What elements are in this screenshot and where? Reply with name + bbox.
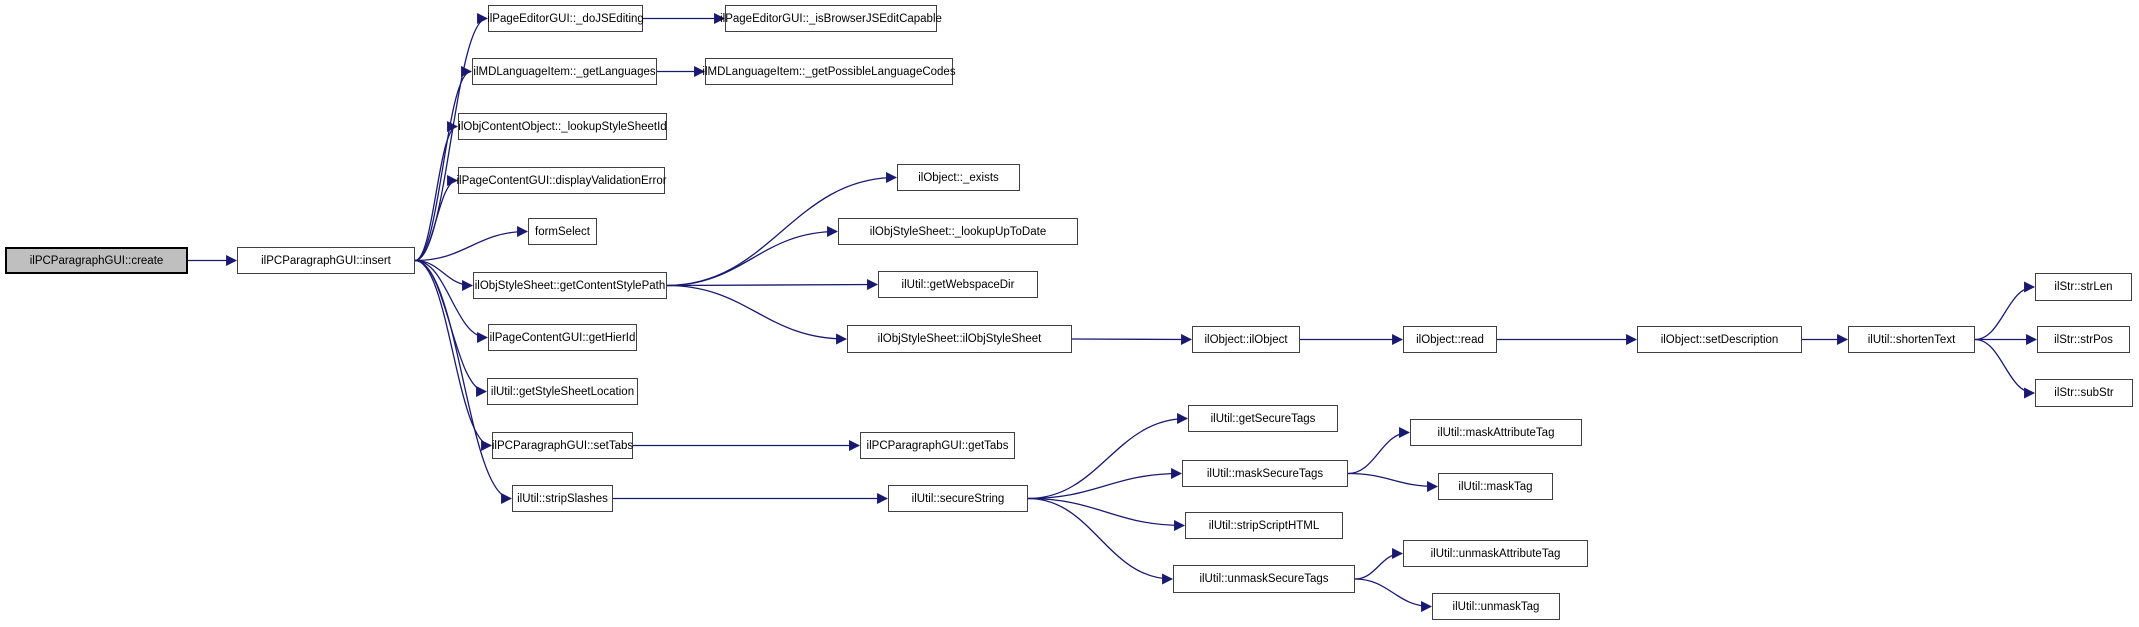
graph-node-unmaskattr[interactable]: ilUtil::unmaskAttributeTag [1403,540,1588,567]
call-edge-securestring-to-unmasksectags [1027,497,1174,585]
call-edge-securestring-to-stripscript [1027,497,1186,532]
graph-node-formselect[interactable]: formSelect [528,218,597,245]
graph-node-unmasksectags[interactable]: ilUtil::unmaskSecureTags [1173,565,1355,593]
call-edge-shortentext-to-substr [1974,338,2036,399]
call-edge-unmasksectags-to-unmaskattr [1354,547,1404,580]
graph-node-exists[interactable]: ilObject::_exists [897,164,1020,191]
graph-node-setdesc[interactable]: ilObject::setDescription [1637,326,1802,353]
call-edge-securestring-to-getsectags [1027,412,1189,500]
call-edge-insert-to-lookupssid [414,121,459,262]
graph-node-dojse[interactable]: ilPageEditorGUI::_doJSEditing [487,5,644,32]
graph-node-masksectags[interactable]: ilUtil::maskSecureTags [1182,460,1348,487]
call-edge-masksectags-to-masktag [1347,472,1439,493]
graph-node-lookupssid[interactable]: ilObjContentObject::_lookupStyleSheetId [458,113,667,140]
graph-node-stripscript[interactable]: ilUtil::stripScriptHTML [1185,512,1343,539]
graph-node-unmasktag[interactable]: ilUtil::unmaskTag [1432,593,1560,620]
call-edge-insert-to-getcsp [414,259,474,292]
graph-node-settabs[interactable]: ilPCParagraphGUI::setTabs [492,432,633,459]
graph-node-getposslang[interactable]: ilMDLanguageItem::_getPossibleLanguageCo… [702,58,956,85]
graph-node-dispvalerr[interactable]: ilPageContentGUI::displayValidationError [456,167,667,194]
graph-node-objctor[interactable]: ilObject::ilObject [1192,326,1300,353]
call-edge-getcsp-to-ossctor [666,284,848,345]
graph-node-lookuputd[interactable]: ilObjStyleSheet::_lookupUpToDate [838,218,1078,245]
graph-node-stripslashes[interactable]: ilUtil::stripSlashes [512,485,613,512]
graph-node-getssl[interactable]: ilUtil::getStyleSheetLocation [487,378,638,405]
call-edge-insert-to-formselect [414,225,529,262]
graph-node-masktag[interactable]: ilUtil::maskTag [1438,473,1553,500]
graph-node-create[interactable]: ilPCParagraphGUI::create [5,247,188,274]
graph-node-getwsdir[interactable]: ilUtil::getWebspaceDir [878,271,1038,298]
graph-node-getcsp[interactable]: ilObjStyleSheet::getContentStylePath [473,272,667,299]
call-edge-getcsp-to-lookuputd [666,225,839,287]
graph-node-substr[interactable]: ilStr::subStr [2035,379,2133,407]
call-edge-insert-to-dispvalerr [414,175,459,262]
graph-node-shortentext[interactable]: ilUtil::shortenText [1848,326,1975,353]
graph-node-isbrowser[interactable]: ilPageEditorGUI::_isBrowserJSEditCapable [720,5,942,32]
call-edge-masksectags-to-maskattr [1347,426,1411,475]
call-edge-ossctor-to-objctor [1071,333,1193,345]
call-edge-shortentext-to-strlen [1974,281,2036,341]
call-edge-insert-to-getlang [414,66,473,262]
graph-node-getsectags[interactable]: ilUtil::getSecureTags [1188,405,1338,432]
graph-node-gethierid[interactable]: ilPageContentGUI::getHierId [488,324,637,351]
graph-node-ossctor[interactable]: ilObjStyleSheet::ilObjStyleSheet [847,325,1072,353]
graph-node-insert[interactable]: ilPCParagraphGUI::insert [237,247,415,274]
call-edge-securestring-to-masksectags [1027,467,1183,500]
graph-node-strlen[interactable]: ilStr::strLen [2035,273,2132,301]
graph-node-getlang[interactable]: ilMDLanguageItem::_getLanguages [472,58,657,85]
graph-node-securestring[interactable]: ilUtil::secureString [888,485,1028,512]
call-edge-getcsp-to-getwsdir [666,279,879,291]
graph-node-read[interactable]: ilObject::read [1403,326,1497,353]
graph-node-gettabs[interactable]: ilPCParagraphGUI::getTabs [860,432,1015,459]
graph-node-maskattr[interactable]: ilUtil::maskAttributeTag [1410,419,1582,446]
call-edge-unmasksectags-to-unmasktag [1354,578,1433,613]
graph-node-strpos[interactable]: ilStr::strPos [2037,326,2130,353]
